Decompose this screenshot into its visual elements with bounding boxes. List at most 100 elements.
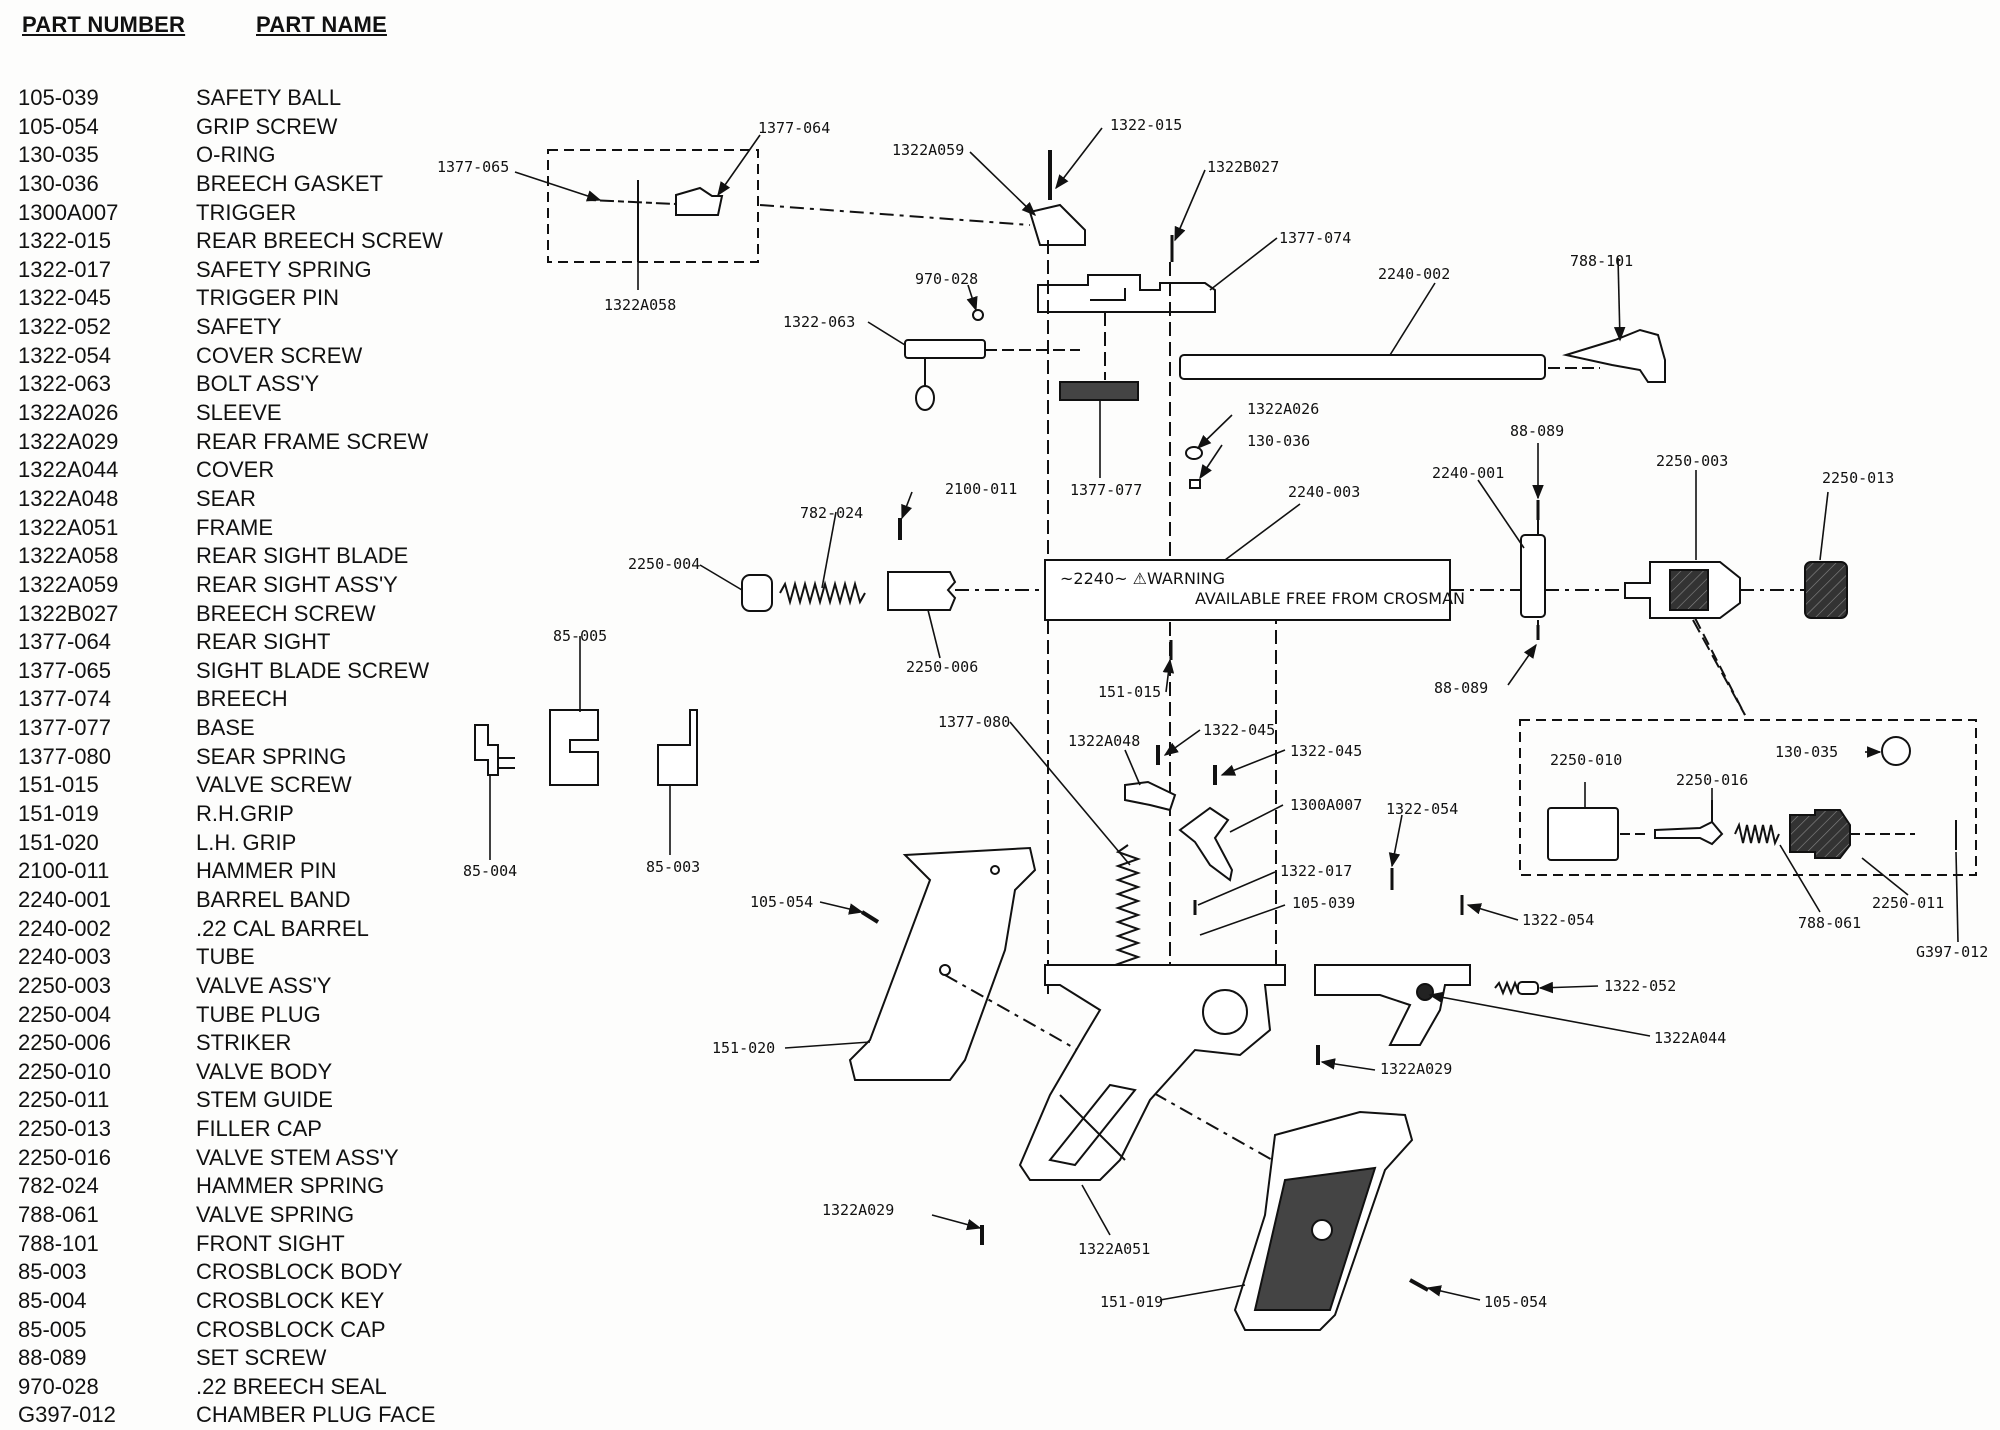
valve-spring-part: [1734, 821, 1780, 847]
part-number: 1322A058: [18, 543, 119, 569]
safety-part: [1494, 980, 1520, 996]
part-number: 105-054: [18, 113, 99, 139]
label-782-024: 782-024: [800, 504, 863, 522]
striker-part: [887, 571, 957, 611]
part-name: HAMMER SPRING: [196, 1173, 385, 1199]
part-number: 1322B027: [18, 600, 119, 626]
part-name-header: PART NAME: [256, 12, 387, 37]
part-name: VALVE BODY: [196, 1058, 333, 1084]
part-number: 970-028: [18, 1373, 99, 1399]
sear-spring-part: [1114, 844, 1142, 979]
part-number: 1300A007: [18, 199, 119, 225]
crossblock-cap-part: [549, 709, 599, 786]
part-number: G397-012: [18, 1402, 116, 1428]
filler-cap-part: [1804, 561, 1848, 619]
part-name: REAR SIGHT ASS'Y: [196, 571, 398, 597]
label-1322-045-b: 1322-045: [1290, 742, 1362, 760]
label-2240-002: 2240-002: [1378, 265, 1450, 283]
part-number: 1322-054: [18, 342, 111, 368]
part-number: 1322A048: [18, 485, 119, 511]
o-ring-part: [1881, 736, 1911, 766]
label-1322-052: 1322-052: [1604, 977, 1676, 995]
part-name: SEAR: [196, 485, 256, 511]
rh-grip-checkering: [1253, 1166, 1377, 1311]
label-151-019: 151-019: [1100, 1293, 1163, 1311]
part-name: BASE: [196, 715, 255, 741]
valve-stem-part: [1654, 820, 1724, 846]
part-number: 151-019: [18, 801, 99, 827]
label-1322A048: 1322A048: [1068, 732, 1140, 750]
cover-part: [1314, 964, 1471, 1046]
part-name: FRONT SIGHT: [196, 1230, 345, 1256]
part-name: CROSBLOCK CAP: [196, 1316, 386, 1342]
label-1377-064: 1377-064: [758, 119, 830, 137]
breech-gasket-part: [1189, 479, 1201, 489]
part-number: 2250-003: [18, 972, 111, 998]
label-88-089-bottom: 88-089: [1434, 679, 1488, 697]
part-name: BREECH: [196, 686, 288, 712]
barrel-part: [1179, 354, 1546, 380]
part-number: 85-005: [18, 1316, 87, 1342]
rear-sight-assy-part: [1028, 203, 1086, 246]
part-name: SAFETY: [196, 314, 282, 340]
part-number: 2250-010: [18, 1058, 111, 1084]
part-name: STRIKER: [196, 1030, 292, 1056]
valve-to-detail-line: [1694, 617, 1746, 716]
part-number: 2250-013: [18, 1116, 111, 1142]
trigger-part: [1178, 806, 1234, 882]
part-name: REAR SIGHT BLADE: [196, 543, 409, 569]
valve-body-part: [1547, 807, 1619, 861]
label-2250-013: 2250-013: [1822, 469, 1894, 487]
bolt-knob: [915, 385, 935, 411]
crossblock-key-part: [474, 724, 499, 776]
callout-labels: 1377-065 1377-064 1322A058 1322A059 1322…: [437, 116, 1988, 1311]
part-number: 130-036: [18, 170, 99, 196]
sleeve-part: [1185, 446, 1203, 460]
label-105-054-a: 105-054: [750, 893, 813, 911]
part-name: TRIGGER: [196, 199, 297, 225]
label-2250-004: 2250-004: [628, 555, 700, 573]
label-1322A044: 1322A044: [1654, 1029, 1726, 1047]
rear-sight-detail-box: [547, 149, 759, 263]
part-name: SAFETY SPRING: [196, 256, 372, 282]
label-85-003: 85-003: [646, 858, 700, 876]
leader-lines: [489, 127, 1959, 1301]
part-number: 1322-015: [18, 228, 111, 254]
label-1322-054-a: 1322-054: [1386, 800, 1458, 818]
part-name: SAFETY BALL: [196, 85, 342, 110]
part-name: .22 CAL BARREL: [196, 915, 369, 941]
part-number: 85-003: [18, 1259, 87, 1285]
label-1377-065: 1377-065: [437, 158, 509, 176]
part-number: 105-039: [18, 85, 99, 110]
part-number: 1377-064: [18, 629, 111, 655]
part-number: 1377-065: [18, 657, 111, 683]
breech-part: [1037, 274, 1216, 313]
part-number: 151-015: [18, 772, 99, 798]
part-number: 2240-002: [18, 915, 111, 941]
part-number: 1377-080: [18, 743, 111, 769]
label-2250-011: 2250-011: [1872, 894, 1944, 912]
part-number: 2250-006: [18, 1030, 111, 1056]
part-number: 788-061: [18, 1201, 99, 1227]
part-number: 1322-052: [18, 314, 111, 340]
label-1322A058: 1322A058: [604, 296, 676, 314]
part-name: COVER: [196, 457, 275, 483]
tube-plug-part: [741, 574, 773, 612]
part-name: VALVE SCREW: [196, 772, 352, 798]
part-number: 130-035: [18, 142, 99, 168]
label-2250-016: 2250-016: [1676, 771, 1748, 789]
part-name: SLEEVE: [196, 400, 282, 426]
part-name: VALVE ASS'Y: [196, 972, 332, 998]
breech-seal-part: [972, 309, 984, 321]
breech-channel: [1090, 288, 1126, 301]
label-1322-063: 1322-063: [783, 313, 855, 331]
part-number: 788-101: [18, 1230, 99, 1256]
part-number: 1322-045: [18, 285, 111, 311]
part-name: TUBE PLUG: [196, 1001, 321, 1027]
label-2250-010: 2250-010: [1550, 751, 1622, 769]
hammer-spring-part: [779, 580, 866, 606]
label-1322-054-b: 1322-054: [1522, 911, 1594, 929]
part-name: R.H.GRIP: [196, 801, 294, 827]
part-number: 1322A051: [18, 514, 119, 540]
